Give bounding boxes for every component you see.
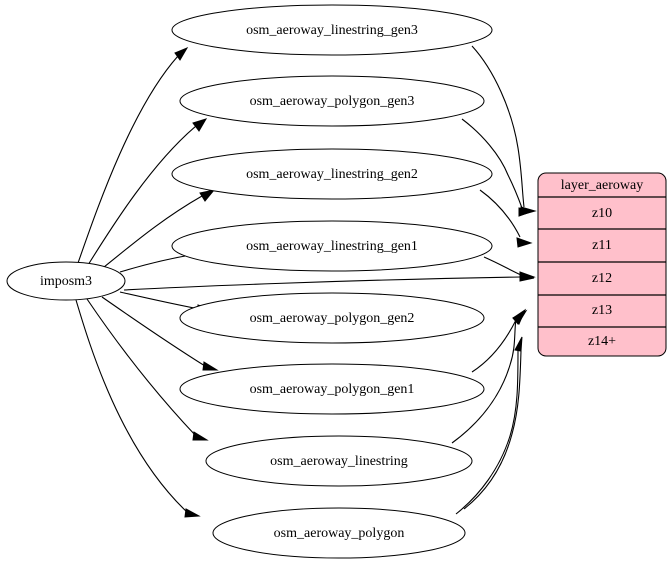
layer_aeroway-row-z12[interactable]: z12 <box>592 271 612 286</box>
edge-osm_aeroway_linestring_gen3-to-z10 <box>471 45 537 216</box>
node-osm_aeroway_linestring_gen1[interactable]: osm_aeroway_linestring_gen1 <box>171 220 493 272</box>
node-osm_aeroway_polygon_gen2[interactable]: osm_aeroway_polygon_gen2 <box>179 292 485 344</box>
node-osm_aeroway_polygon_gen1-label: osm_aeroway_polygon_gen1 <box>250 382 415 397</box>
edge-imposm3-to-osm_aeroway_polygon_gen1 <box>101 296 219 371</box>
edge-osm_aeroway_polygon-to-z14plus-b <box>463 350 522 510</box>
edge-imposm3-to-osm_aeroway_polygon_gen3 <box>87 118 208 266</box>
edge-imposm3-to-osm_aeroway_polygon <box>75 299 201 518</box>
node-osm_aeroway_polygon-label: osm_aeroway_polygon <box>274 526 405 541</box>
edge-imposm3-to-osm_aeroway_linestring <box>86 298 209 441</box>
node-osm_aeroway_polygon_gen3[interactable]: osm_aeroway_polygon_gen3 <box>179 75 485 127</box>
node-osm_aeroway_polygon_gen1[interactable]: osm_aeroway_polygon_gen1 <box>179 363 485 415</box>
layer_aeroway-row-z14plus[interactable]: z14+ <box>588 334 616 349</box>
node-imposm3-label: imposm3 <box>40 274 92 289</box>
edge-osm_aeroway_polygon_gen3-to-z10 <box>461 118 535 217</box>
node-osm_aeroway_polygon[interactable]: osm_aeroway_polygon <box>212 507 466 559</box>
layer_aeroway-title: layer_aeroway <box>561 178 643 193</box>
node-osm_aeroway_linestring_gen3[interactable]: osm_aeroway_linestring_gen3 <box>171 4 493 56</box>
node-layer_aeroway[interactable]: layer_aeroway z10 z11 z12 z13 z14+ <box>537 172 667 357</box>
node-osm_aeroway_linestring_gen3-label: osm_aeroway_linestring_gen3 <box>246 23 418 38</box>
node-osm_aeroway_linestring_gen2-label: osm_aeroway_linestring_gen2 <box>246 167 418 182</box>
edge-osm_aeroway_polygon_gen2-to-z12 <box>123 273 535 291</box>
edge-imposm3-to-osm_aeroway_linestring_gen2 <box>103 189 216 268</box>
node-imposm3[interactable]: imposm3 <box>6 261 126 301</box>
layer_aeroway-row-z11[interactable]: z11 <box>592 238 612 253</box>
node-osm_aeroway_linestring_gen1-label: osm_aeroway_linestring_gen1 <box>246 239 418 254</box>
edge-group-tables-to-layer <box>123 45 537 515</box>
node-osm_aeroway_polygon_gen2-label: osm_aeroway_polygon_gen2 <box>250 311 415 326</box>
edge-osm_aeroway_polygon-to-z14plus <box>455 336 523 515</box>
node-osm_aeroway_linestring_gen2[interactable]: osm_aeroway_linestring_gen2 <box>171 148 493 200</box>
edge-imposm3-to-osm_aeroway_linestring_gen3 <box>77 46 189 264</box>
node-osm_aeroway_linestring-label: osm_aeroway_linestring <box>270 454 408 469</box>
edge-osm_aeroway_linestring_gen2-to-z11 <box>479 189 533 248</box>
layer_aeroway-row-z10[interactable]: z10 <box>592 206 612 221</box>
node-osm_aeroway_polygon_gen3-label: osm_aeroway_polygon_gen3 <box>250 94 415 109</box>
layer_aeroway-row-z13[interactable]: z13 <box>592 303 612 318</box>
node-osm_aeroway_linestring[interactable]: osm_aeroway_linestring <box>205 435 473 487</box>
edge-osm_aeroway_linestring-to-z13 <box>451 308 527 444</box>
